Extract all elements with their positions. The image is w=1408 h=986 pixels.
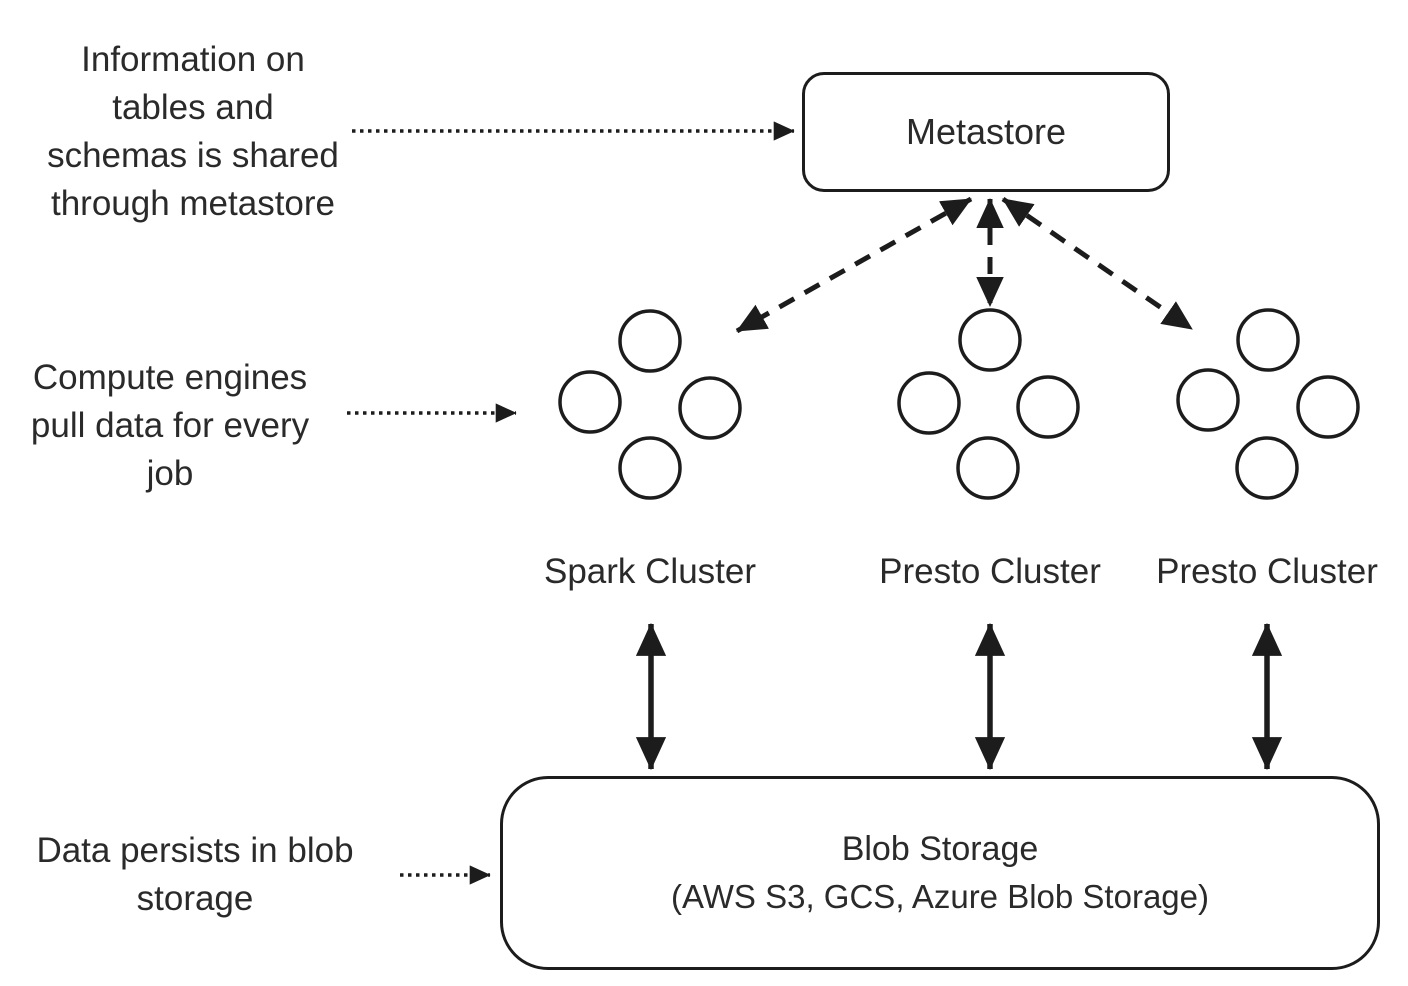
worker-node-circle — [958, 308, 1022, 372]
worker-node-circle — [1235, 436, 1299, 500]
worker-node-circle — [618, 309, 682, 373]
presto-cluster-2-label: Presto Cluster — [1156, 552, 1378, 591]
worker-node-circle — [618, 436, 682, 500]
worker-node-circle — [1016, 375, 1080, 439]
worker-node-circle — [558, 370, 622, 434]
spark-cluster-icon — [558, 309, 742, 500]
metastore-label: Metastore — [905, 111, 1067, 152]
metastore-spark-dashed-arrow — [735, 196, 973, 334]
presto-cluster-1-icon — [897, 308, 1080, 500]
cluster-storage-links — [635, 622, 1283, 771]
spark-cluster-label: Spark Cluster — [543, 552, 757, 591]
annotation-metastore-note: Information on tables and schemas is sha… — [47, 40, 339, 223]
worker-node-circle — [678, 376, 742, 440]
worker-node-circle — [897, 371, 961, 435]
annotation-storage-note: Data persists in blob storage — [36, 831, 354, 918]
metastore-node: Metastore — [802, 72, 1170, 192]
metastore-presto2-dashed-arrow — [1001, 196, 1194, 332]
worker-node-circle — [956, 436, 1020, 500]
presto-cluster-1-label: Presto Cluster — [879, 552, 1101, 591]
blob-storage-subtitle: (AWS S3, GCS, Azure Blob Storage) — [671, 878, 1209, 915]
blob-storage-title: Blob Storage — [841, 830, 1039, 868]
presto-cluster-2-icon — [1176, 308, 1360, 500]
blob-storage-node: Blob Storage (AWS S3, GCS, Azure Blob St… — [500, 776, 1380, 970]
worker-node-circle — [1176, 368, 1240, 432]
worker-node-circle — [1236, 308, 1300, 372]
annotation-arrows — [347, 121, 795, 885]
worker-node-circle — [1296, 375, 1360, 439]
annotation-compute-note: Compute engines pull data for every job — [30, 358, 310, 493]
metastore-cluster-links — [735, 196, 1194, 334]
